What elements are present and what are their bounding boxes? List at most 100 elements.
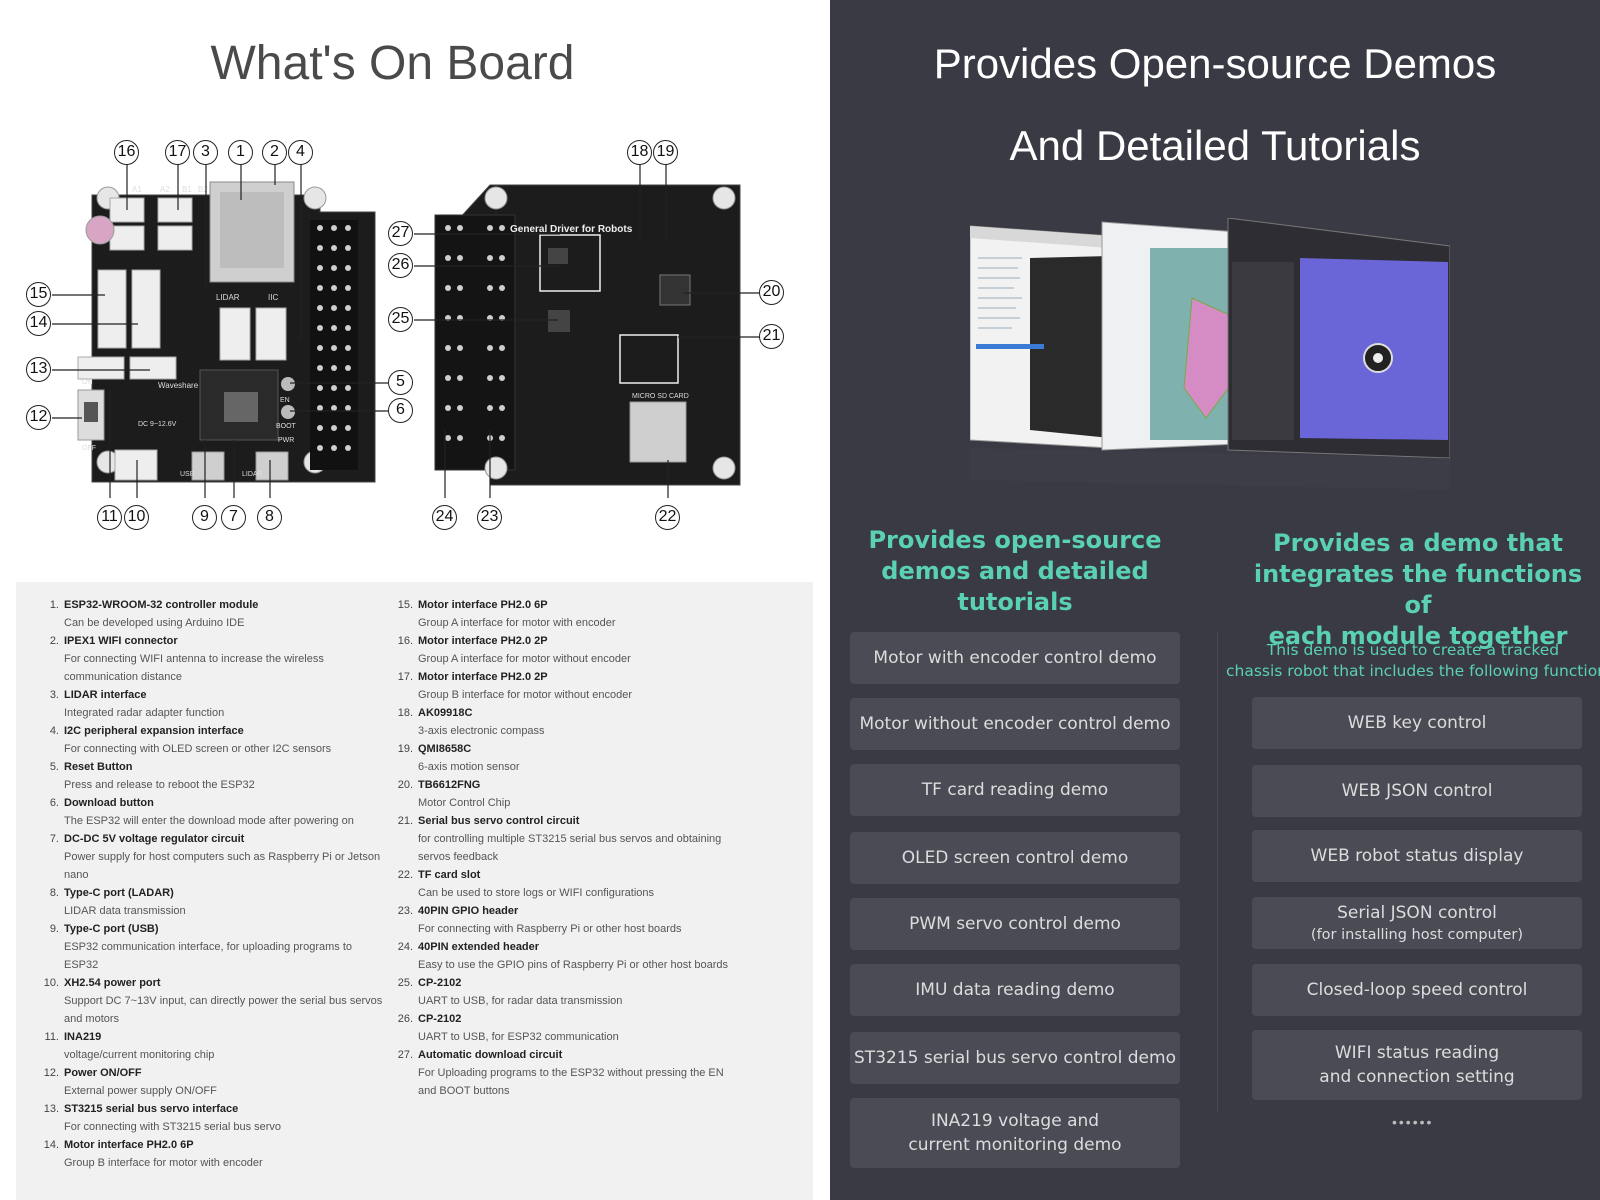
label-off: OFF bbox=[82, 445, 96, 452]
leader-lines bbox=[52, 163, 760, 498]
label-boot: BOOT bbox=[276, 423, 297, 430]
demo-st3215-servo-button[interactable]: ST3215 serial bus servo control demo bbox=[850, 1032, 1180, 1084]
callout: 12 bbox=[26, 405, 51, 430]
demo-tf-card-button[interactable]: TF card reading demo bbox=[850, 764, 1180, 816]
software-screenshots bbox=[969, 217, 1451, 490]
callout: 10 bbox=[124, 505, 149, 530]
demo-motor-no-encoder-button[interactable]: Motor without encoder control demo bbox=[850, 698, 1180, 750]
label-pwr: PWR bbox=[278, 437, 294, 444]
demo-imu-button[interactable]: IMU data reading demo bbox=[850, 964, 1180, 1016]
callout: 27 bbox=[388, 221, 413, 246]
demo-web-json-control-button[interactable]: WEB JSON control bbox=[1252, 765, 1582, 817]
callout: 8 bbox=[257, 505, 282, 530]
callout: 6 bbox=[388, 398, 413, 423]
label-a1: A1 bbox=[132, 185, 142, 194]
board-front: A1 A2 B1 B2 LIDAR IIC ON OFF DC 9~12.6V … bbox=[77, 181, 376, 483]
callout: 7 bbox=[221, 505, 246, 530]
page-title: What's On Board bbox=[210, 37, 575, 90]
label-usb: USB bbox=[180, 471, 195, 478]
callout: 3 bbox=[193, 140, 218, 165]
brand-label: Waveshare bbox=[158, 381, 199, 390]
board-illustrations: A1 A2 B1 B2 LIDAR IIC ON OFF DC 9~12.6V … bbox=[20, 140, 810, 550]
product-label: General Driver for Robots bbox=[510, 224, 633, 235]
more-indicator: •••••• bbox=[1392, 1114, 1434, 1130]
callout: 4 bbox=[288, 140, 313, 165]
callout: 11 bbox=[97, 505, 122, 530]
callout: 23 bbox=[477, 505, 502, 530]
callout: 21 bbox=[759, 324, 784, 349]
label-b2: B2 bbox=[198, 185, 208, 194]
label-on: ON bbox=[82, 379, 93, 386]
callout: 9 bbox=[192, 505, 217, 530]
label-dc: DC 9~12.6V bbox=[138, 421, 177, 428]
label-iic: IIC bbox=[268, 293, 278, 302]
demo-motor-encoder-button[interactable]: Motor with encoder control demo bbox=[850, 632, 1180, 684]
right-section-heading: Provides a demo that integrates the func… bbox=[1253, 529, 1583, 650]
callout: 16 bbox=[114, 140, 139, 165]
column-divider bbox=[1217, 632, 1218, 1112]
demo-serial-json-control-button[interactable]: Serial JSON control(for installing host … bbox=[1252, 897, 1582, 949]
callout: 13 bbox=[26, 357, 51, 382]
callout: 22 bbox=[655, 505, 680, 530]
callout: 18 bbox=[627, 140, 652, 165]
label-sd: MICRO SD CARD bbox=[632, 393, 689, 400]
callout: 20 bbox=[759, 280, 784, 305]
callout: 24 bbox=[432, 505, 457, 530]
label-lidar-port: LIDAR bbox=[242, 471, 263, 478]
demo-web-status-display-button[interactable]: WEB robot status display bbox=[1252, 830, 1582, 882]
callout: 15 bbox=[26, 282, 51, 307]
demo-oled-button[interactable]: OLED screen control demo bbox=[850, 832, 1180, 884]
screenshot-collage bbox=[969, 217, 1451, 490]
callout: 26 bbox=[388, 253, 413, 278]
callout: 14 bbox=[26, 311, 51, 336]
demo-web-key-control-button[interactable]: WEB key control bbox=[1252, 697, 1582, 749]
right-section-description: This demo is used to create a tracked ch… bbox=[1226, 641, 1600, 680]
demos-title-line-2: And Detailed Tutorials bbox=[1009, 122, 1421, 169]
callout: 19 bbox=[653, 140, 678, 165]
left-section-heading: Provides open-source demos and detailed … bbox=[868, 526, 1162, 616]
demos-title-line-1: Provides Open-source Demos bbox=[933, 40, 1497, 87]
list-item: 9.Type-C port (USB)ESP32 communication i… bbox=[49, 923, 352, 971]
label-b1: B1 bbox=[182, 185, 192, 194]
label-a2: A2 bbox=[160, 185, 170, 194]
demos-panel: Provides Open-source Demos And Detailed … bbox=[830, 0, 1600, 1200]
callout: 17 bbox=[165, 140, 190, 165]
list-item: 8.Type-C port (LADAR)LIDAR data transmis… bbox=[49, 887, 186, 917]
demo-closed-loop-speed-button[interactable]: Closed-loop speed control bbox=[1252, 964, 1582, 1016]
demo-pwm-servo-button[interactable]: PWM servo control demo bbox=[850, 898, 1180, 950]
label-lidar: LIDAR bbox=[216, 293, 240, 302]
callout: 1 bbox=[228, 140, 253, 165]
callout: 5 bbox=[388, 370, 413, 395]
callout: 2 bbox=[262, 140, 287, 165]
